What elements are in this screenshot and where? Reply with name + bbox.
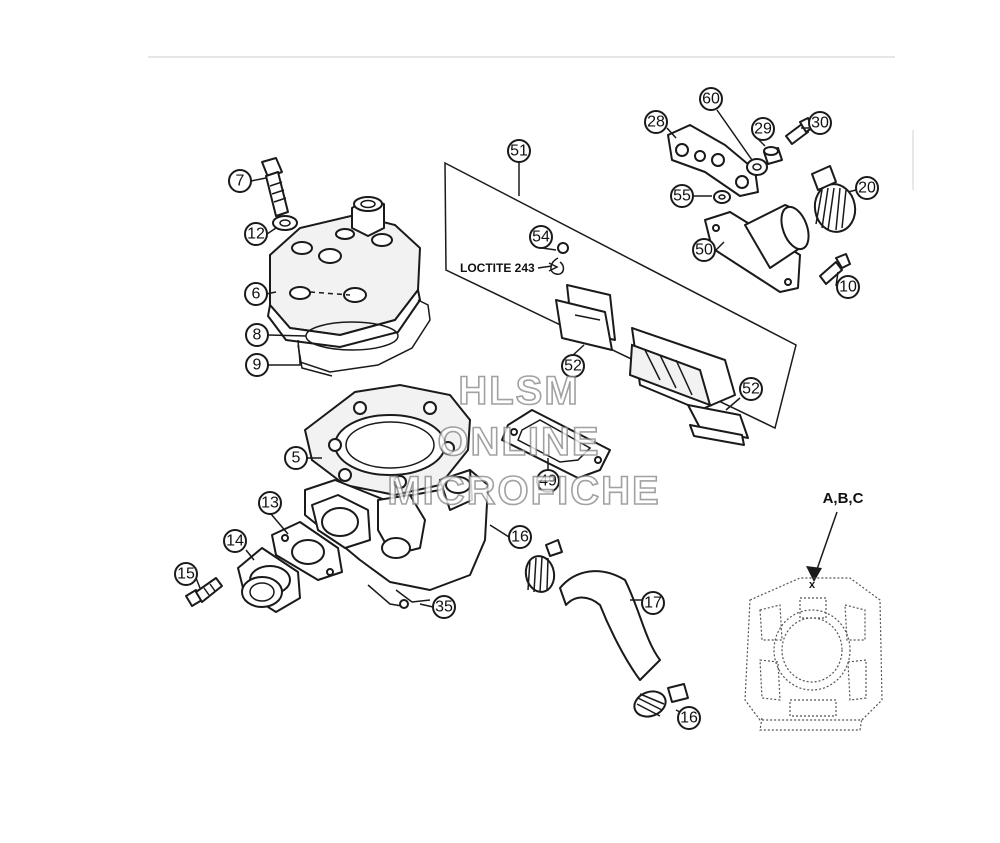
callout-60[interactable]: 60	[699, 87, 723, 111]
callout-54-label: 54	[532, 229, 550, 246]
callout-51[interactable]: 51	[507, 139, 531, 163]
callout-6-label: 6	[252, 286, 261, 303]
cylinder[interactable]	[303, 383, 489, 603]
mounting-bracket[interactable]	[667, 124, 759, 197]
callout-49[interactable]: 49	[536, 469, 560, 493]
callout-17[interactable]: 17	[641, 591, 665, 615]
watermark-line-2: ONLINE	[437, 420, 600, 464]
callout-5-label: 5	[292, 450, 301, 467]
callout-10[interactable]: 10	[836, 275, 860, 299]
head-bolt[interactable]	[261, 157, 289, 217]
callout-35-label: 35	[435, 599, 453, 616]
callout-50-label: 50	[695, 242, 713, 259]
callout-9[interactable]: 9	[245, 353, 269, 377]
dowel-pin[interactable]	[367, 584, 409, 609]
variant-arrowhead	[806, 566, 822, 582]
reed-petal-left[interactable]	[555, 284, 616, 351]
watermark-line-3: MICROFICHE	[387, 469, 660, 513]
intake-manifold[interactable]	[704, 203, 814, 293]
callout-9-label: 9	[253, 357, 262, 374]
loctite-arrow	[548, 262, 559, 272]
callout-14[interactable]: 14	[223, 529, 247, 553]
reed-gasket[interactable]	[501, 409, 611, 479]
callout-16-upper[interactable]: 16	[508, 525, 532, 549]
callout-29-label: 29	[754, 121, 772, 138]
flange-bolt[interactable]	[185, 577, 223, 607]
watermark-line-1: HLSM	[458, 369, 579, 413]
callout-5[interactable]: 5	[284, 446, 308, 470]
callout-52-right-label: 52	[742, 381, 760, 398]
callout-28[interactable]: 28	[644, 110, 668, 134]
callout-15-label: 15	[177, 566, 195, 583]
exhaust-gasket[interactable]	[271, 521, 343, 581]
manifold-bolt[interactable]	[819, 253, 851, 285]
callout-10-label: 10	[839, 279, 857, 296]
callout-55[interactable]: 55	[670, 184, 694, 208]
callout-12-label: 12	[247, 226, 265, 243]
cylinder-head[interactable]	[267, 196, 422, 348]
callout-60-label: 60	[702, 91, 720, 108]
intake-clamp[interactable]	[811, 165, 859, 235]
callout-52-left-label: 52	[564, 358, 582, 375]
callout-28-label: 28	[647, 114, 665, 131]
callout-29[interactable]: 29	[751, 117, 775, 141]
callout-6[interactable]: 6	[244, 282, 268, 306]
kit-screw[interactable]	[550, 242, 569, 275]
variant-label: A,B,C	[823, 490, 864, 507]
callout-7-label: 7	[236, 173, 245, 190]
callout-13-label: 13	[261, 495, 279, 512]
callout-54[interactable]: 54	[529, 225, 553, 249]
variant-mark: x	[809, 579, 816, 591]
exhaust-flange[interactable]	[237, 547, 301, 613]
callout-16-lower[interactable]: 16	[677, 706, 701, 730]
callout-7[interactable]: 7	[228, 169, 252, 193]
callout-52-left[interactable]: 52	[561, 354, 585, 378]
loctite-label: LOCTITE 243	[460, 261, 535, 275]
callout-51-label: 51	[510, 143, 528, 160]
spacer[interactable]	[763, 146, 783, 165]
washer[interactable]	[272, 215, 298, 231]
reed-petal-right[interactable]	[687, 404, 749, 446]
washer-small[interactable]	[713, 190, 731, 204]
coolant-hose[interactable]	[559, 570, 661, 681]
callout-35[interactable]: 35	[432, 595, 456, 619]
reed-block[interactable]	[628, 327, 736, 411]
reed-kit-frame	[444, 161, 797, 430]
cylinder-base-outline	[744, 577, 883, 731]
callout-20-label: 20	[858, 180, 876, 197]
callout-30[interactable]: 30	[808, 111, 832, 135]
callout-13[interactable]: 13	[258, 491, 282, 515]
callout-12[interactable]: 12	[244, 222, 268, 246]
callout-50[interactable]: 50	[692, 238, 716, 262]
callout-52-right[interactable]: 52	[739, 377, 763, 401]
variant-arrow	[814, 511, 838, 576]
head-gasket[interactable]	[297, 299, 431, 377]
callout-55-label: 55	[673, 188, 691, 205]
callout-49-label: 49	[539, 473, 557, 490]
hose-clamp-upper[interactable]	[523, 539, 563, 594]
loctite-leader	[537, 265, 553, 269]
callout-8-label: 8	[253, 327, 262, 344]
hose-clamp-lower[interactable]	[631, 683, 689, 721]
callout-14-label: 14	[226, 533, 244, 550]
callout-30-label: 30	[811, 115, 829, 132]
watermark: HLSM ONLINE MICROFICHE	[387, 368, 660, 514]
callout-20[interactable]: 20	[855, 176, 879, 200]
nut[interactable]	[746, 158, 768, 176]
callout-16-lower-label: 16	[680, 710, 698, 727]
callout-16-upper-label: 16	[511, 529, 529, 546]
callout-8[interactable]: 8	[245, 323, 269, 347]
callout-15[interactable]: 15	[174, 562, 198, 586]
callout-17-label: 17	[644, 595, 662, 612]
